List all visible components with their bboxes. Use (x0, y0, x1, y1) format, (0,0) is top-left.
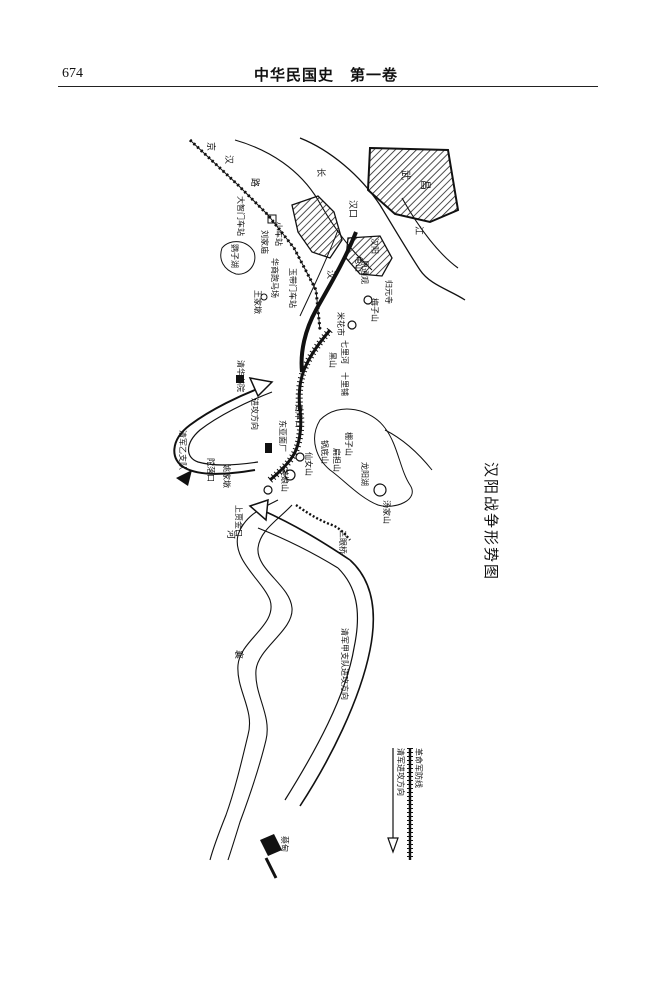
label-qing-yi: 清军乙支队 (178, 430, 188, 470)
longyang-lake (314, 408, 413, 507)
label-qing-yi-dir: 进攻方向 (250, 398, 260, 430)
label-qilihe: 七里河 (340, 340, 350, 364)
label-jing: 京 (205, 142, 217, 151)
xiang-river (209, 499, 279, 861)
label-jiang: 江 (413, 226, 424, 235)
map-caption: 汉阳战争形势图 (482, 462, 500, 581)
label-guodishan: 锅底山 (320, 440, 330, 464)
label-mihuashi: 米花市 (336, 312, 346, 336)
label-guishan: 龟山 (354, 256, 364, 272)
label-xiannvshan: 仙女山 (304, 452, 314, 476)
label-shilipu: 十里铺 (340, 372, 350, 396)
label-caidian: 蔡甸 (280, 836, 290, 852)
label-meiniangshan: 美娘山 (280, 468, 290, 492)
label-nanankou: 南岸口 (294, 404, 304, 428)
qing-branch-a-arrow (299, 559, 375, 807)
map-legend: 清军进攻方向 革命军防线 (387, 748, 424, 860)
label-xiaocheng: 小车站 (274, 222, 284, 246)
label-qinghua: 清华书院 (236, 360, 246, 392)
label-han-river: 汉 (325, 270, 336, 279)
label-wangjiadun: 王家墩 (253, 290, 263, 314)
label-dazhimen: 大智门车站 (236, 196, 246, 236)
legend-defense-line: 革命军防线 (414, 748, 424, 788)
label-xiang: 襄 (233, 650, 245, 659)
label-hankou: 汉口 (347, 200, 358, 218)
label-heishan: 黑山 (328, 352, 338, 368)
label-yudaimen: 玉带门车站 (288, 268, 298, 308)
label-chang: 长 (315, 168, 327, 177)
legend-attack-direction: 清军进攻方向 (396, 748, 406, 796)
wuchang-city (366, 146, 460, 224)
label-meizishan: 梅子山 (370, 298, 380, 322)
label-biandanshan: 扁担山 (332, 448, 342, 472)
book-title: 中华民国史 第一卷 (253, 66, 398, 84)
yingzi-lake (220, 241, 256, 275)
label-paoma: 华商跑马场 (270, 258, 280, 298)
label-tuoluokou: 陀落口 (206, 458, 216, 482)
dongya-factory-marker (265, 443, 272, 453)
label-guiyuansi: 归元寺 (384, 280, 394, 304)
label-yingzihu: 鹦子湖 (230, 244, 240, 268)
label-chang-city: 昌 (419, 180, 431, 190)
qing-branch-b-arrow (173, 384, 269, 475)
label-pengzishan: 棚子山 (344, 432, 354, 456)
hill-symbols (263, 295, 387, 497)
label-shangjiajinkou: 上贾金口 (234, 505, 244, 537)
label-liujiamiao: 刘家庙 (260, 230, 270, 254)
label-dongya: 东亚面厂 (278, 420, 288, 452)
label-han-rail: 汉 (223, 155, 234, 164)
caidian-marker (260, 834, 282, 856)
header-rule (58, 86, 598, 87)
label-sanyanqiao: 三眼桥 (338, 530, 348, 554)
label-hanyang: 汉阳 (370, 238, 379, 254)
wangjiadun-marker (260, 293, 268, 301)
label-yaojiadun: 姚家墩 (222, 464, 232, 488)
label-tangjiashan: 汤家山 (382, 500, 392, 524)
qinghua-academy-marker (236, 375, 244, 383)
label-wu: 武 (399, 170, 412, 180)
label-he: 河 (225, 530, 237, 539)
page-number: 674 (62, 66, 83, 81)
xiaocheng-marker (267, 214, 277, 224)
hankou-district (291, 195, 343, 259)
label-longyanghu: 龙阳湖 (360, 462, 370, 486)
label-qing-jia: 清军甲支队进攻方向 (340, 628, 350, 700)
label-yuantongguan: 原通观 (360, 260, 370, 284)
label-lu: 路 (249, 178, 261, 187)
yangtze-north-bank (299, 137, 466, 301)
place-labels: 京 汉 路 大智门车站 刘家庙 小车站 鹦子湖 华商跑马场 王家墩 玉带门车站 … (178, 142, 500, 852)
han-river (299, 231, 358, 373)
